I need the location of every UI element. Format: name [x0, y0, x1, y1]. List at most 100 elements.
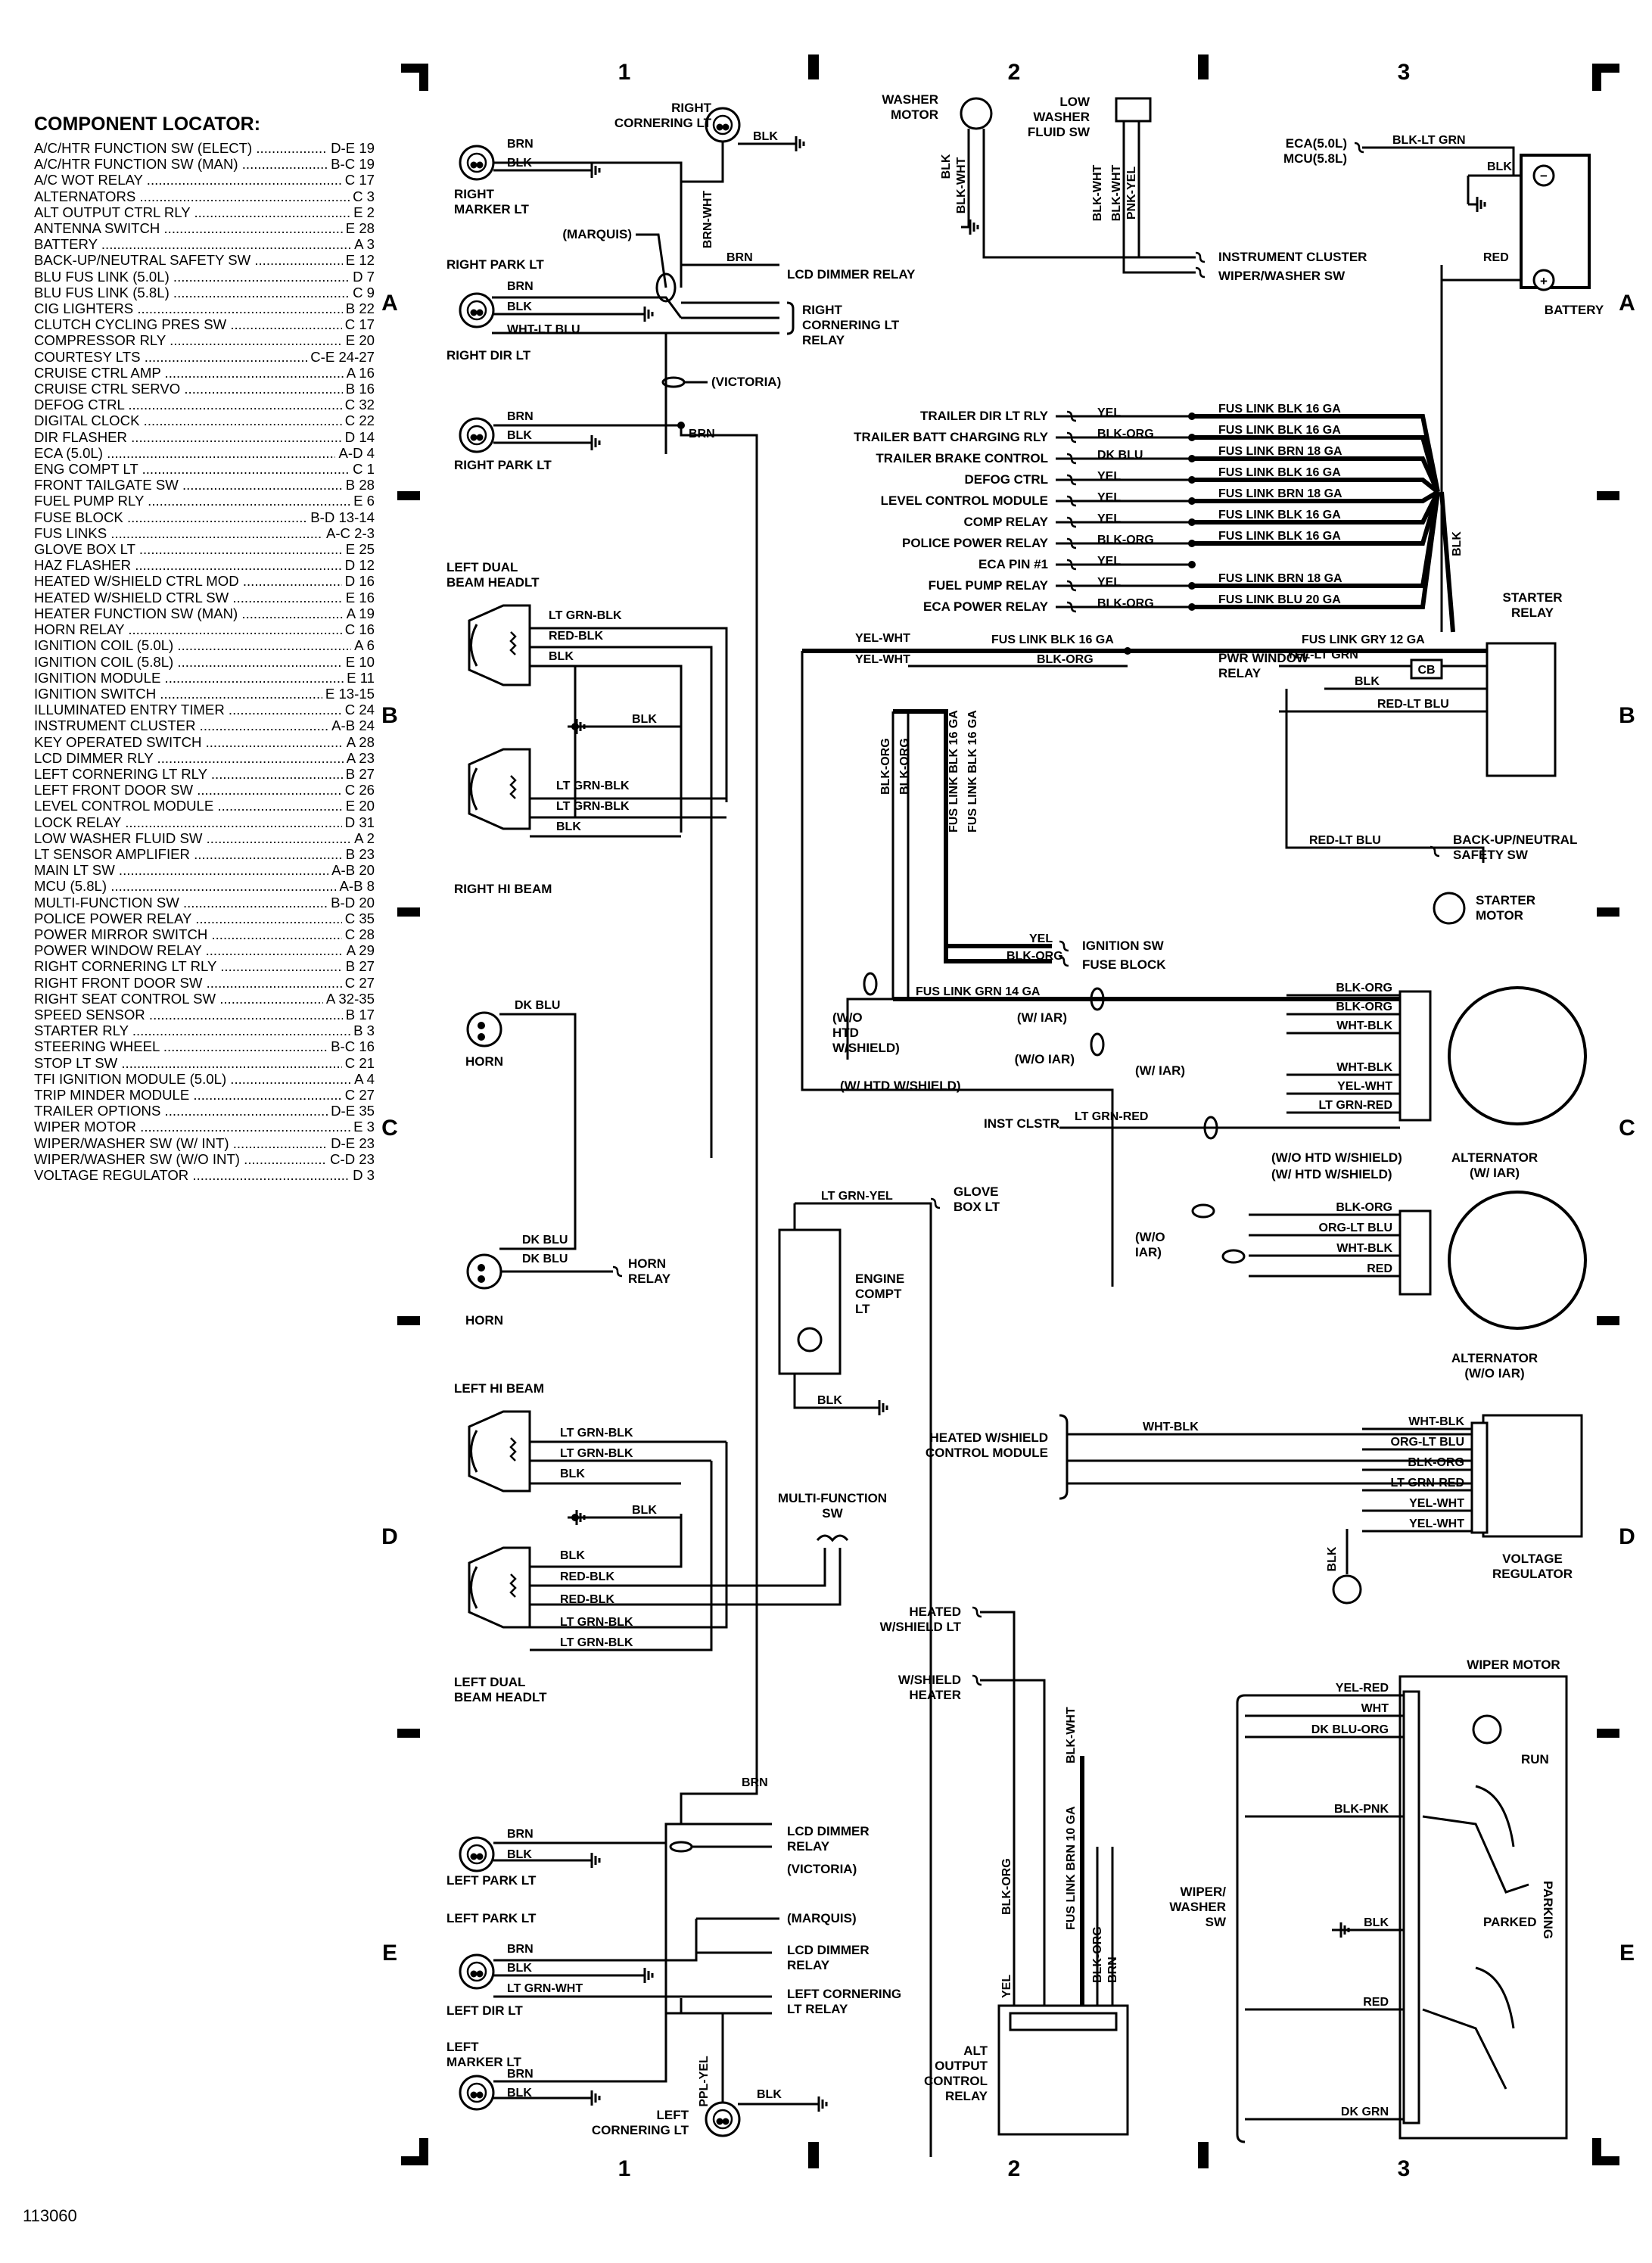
wire-color-label: BLK-ORG: [1336, 1201, 1392, 1214]
locator-grid-ref: E 20: [345, 798, 375, 814]
wire-color-label: BLK-PNK: [1334, 1803, 1389, 1816]
locator-grid-ref: A 19: [346, 605, 375, 621]
fuse-row-label: TRAILER BRAKE CONTROL: [876, 451, 1048, 465]
horn-label-top: HORN: [465, 1054, 503, 1069]
splice-dot: [478, 1033, 485, 1041]
locator-component-name: CRUISE CTRL SERVO: [34, 381, 343, 397]
instrument-cluster-label: INSTRUMENT CLUSTER: [1218, 250, 1367, 264]
locator-component-name: CIG LIGHTERS: [34, 300, 343, 316]
locator-component-name: RIGHT CORNERING LT RLY: [34, 958, 343, 974]
wire-color-label: YEL: [1097, 491, 1121, 504]
splice-dot: [1188, 434, 1196, 441]
left-hi-beam-icon: [468, 1410, 531, 1493]
locator-component-name: DIR FLASHER: [34, 429, 342, 445]
starter-relay-icon: [1486, 642, 1557, 777]
marquis-label-e: (MARQUIS): [787, 1911, 857, 1925]
run-label: RUN: [1521, 1752, 1549, 1767]
locator-component-name: TRIP MINDER MODULE: [34, 1087, 342, 1103]
grid-row-label: A: [1619, 291, 1635, 316]
wire-color-label: BLK-ORG: [1336, 1001, 1392, 1013]
wire-color-label: RED: [1367, 1262, 1392, 1275]
diagram-frame: [397, 54, 1619, 2168]
wire: [1096, 1847, 1114, 2006]
components: [459, 97, 1591, 2140]
fuse-link-label: FUS LINK BRN 18 GA: [1218, 572, 1342, 585]
victoria-label: (VICTORIA): [711, 375, 781, 389]
fuse-row-label: TRAILER DIR LT RLY: [920, 409, 1049, 423]
wire: [530, 665, 683, 833]
wire-color-label: RED-BLK: [560, 1570, 614, 1583]
locator-row: DEFOG CTRLC 32: [34, 397, 375, 412]
wire-color-label: BRN: [1106, 1956, 1119, 1983]
locator-row: A/C/HTR FUNCTION SW (ELECT)D-E 19: [34, 140, 375, 156]
wiper-connector-icon: [1402, 1690, 1420, 2124]
wire: [530, 1442, 728, 1629]
mcu-label: MCU(5.8L): [1283, 151, 1347, 166]
locator-grid-ref: E 20: [345, 332, 375, 349]
locator-grid-ref: A 29: [346, 942, 375, 959]
wire: [530, 797, 726, 838]
ground-icon: [1332, 1574, 1362, 1605]
locator-component-name: DEFOG CTRL: [34, 397, 342, 412]
splice-icon: [669, 1841, 693, 1853]
locator-row: WIPER MOTORE 3: [34, 1119, 375, 1135]
splice-dot: [478, 1022, 485, 1029]
locator-row: ECA (5.0L)A-D 4: [34, 445, 375, 461]
fuse-row-label: ECA POWER RELAY: [923, 599, 1049, 614]
wire-color-label: BLK-ORG: [1336, 982, 1392, 995]
locator-component-name: INSTRUMENT CLUSTER: [34, 717, 328, 733]
locator-grid-ref: A-B 8: [339, 878, 375, 895]
splice-dot: [1188, 455, 1196, 462]
splice-dot: [1188, 540, 1196, 547]
locator-component-name: LT SENSOR AMPLIFIER: [34, 846, 343, 862]
locator-grid-ref: C 35: [344, 910, 375, 926]
wire-color-label: RED-LT BLU: [1377, 698, 1449, 711]
wire-color-label: PPL-YEL: [698, 2056, 711, 2107]
wire-color-label: RED-BLK: [549, 630, 603, 643]
locator-grid-ref: D-E 23: [331, 1135, 375, 1151]
wire-color-label: ORG-LT BLU: [1391, 1436, 1464, 1449]
wire-color-label: BLK: [507, 429, 532, 442]
wire-brn: [493, 424, 758, 1756]
locator-row: IGNITION SWITCHE 13-15: [34, 686, 375, 702]
wire-color-label: BLK-LT GRN: [1392, 134, 1466, 147]
connector-icon: [972, 1674, 982, 1686]
locator-component-name: KEY OPERATED SWITCH: [34, 734, 344, 750]
wire-color-label: BRN: [507, 2068, 534, 2081]
locator-row: MULTI-FUNCTION SWB-D 20: [34, 895, 375, 910]
locator-grid-ref: C-E 24-27: [310, 348, 375, 365]
wire-color-label: WHT-BLK: [1408, 1415, 1464, 1428]
locator-grid-ref: B-D 20: [331, 894, 375, 910]
wire: [967, 129, 1196, 259]
locator-row: ALTERNATORSC 3: [34, 188, 375, 204]
splice-dot: [677, 422, 685, 429]
wire-color-label: YEL: [1097, 512, 1121, 525]
locator-component-name: CLUTCH CYCLING PRES SW: [34, 316, 342, 332]
locator-row: HEATED W/SHIELD CTRL SWE 16: [34, 590, 375, 605]
locator-grid-ref: A-C 2-3: [325, 525, 375, 541]
wire-color-label: BRN: [507, 410, 534, 423]
wire-color-label: YEL-RED: [1336, 1682, 1389, 1695]
locator-component-name: STARTER RLY: [34, 1023, 350, 1038]
wire-color-label: LT GRN-RED: [1391, 1477, 1464, 1489]
fuse-link-label: FUS LINK BLU 20 GA: [1218, 593, 1341, 606]
locator-component-name: LEFT CORNERING LT RLY: [34, 766, 343, 782]
locator-row: STOP LT SWC 21: [34, 1055, 375, 1071]
wire-color-label: BLK: [507, 1962, 532, 1975]
wire-color-label: LT GRN-RED: [1075, 1110, 1148, 1123]
wire-color-label: YEL: [1097, 470, 1121, 483]
locator-row: IGNITION COIL (5.8L)E 10: [34, 654, 375, 670]
ignition-sw-label: IGNITION SW: [1082, 939, 1165, 953]
component-locator: COMPONENT LOCATOR: A/C/HTR FUNCTION SW (…: [34, 114, 375, 1183]
locator-grid-ref: B 16: [345, 381, 375, 397]
wire-color-label: BLK: [560, 1549, 585, 1562]
wire-color-label: BLK: [507, 300, 532, 313]
wire-brn: [493, 1824, 667, 2083]
